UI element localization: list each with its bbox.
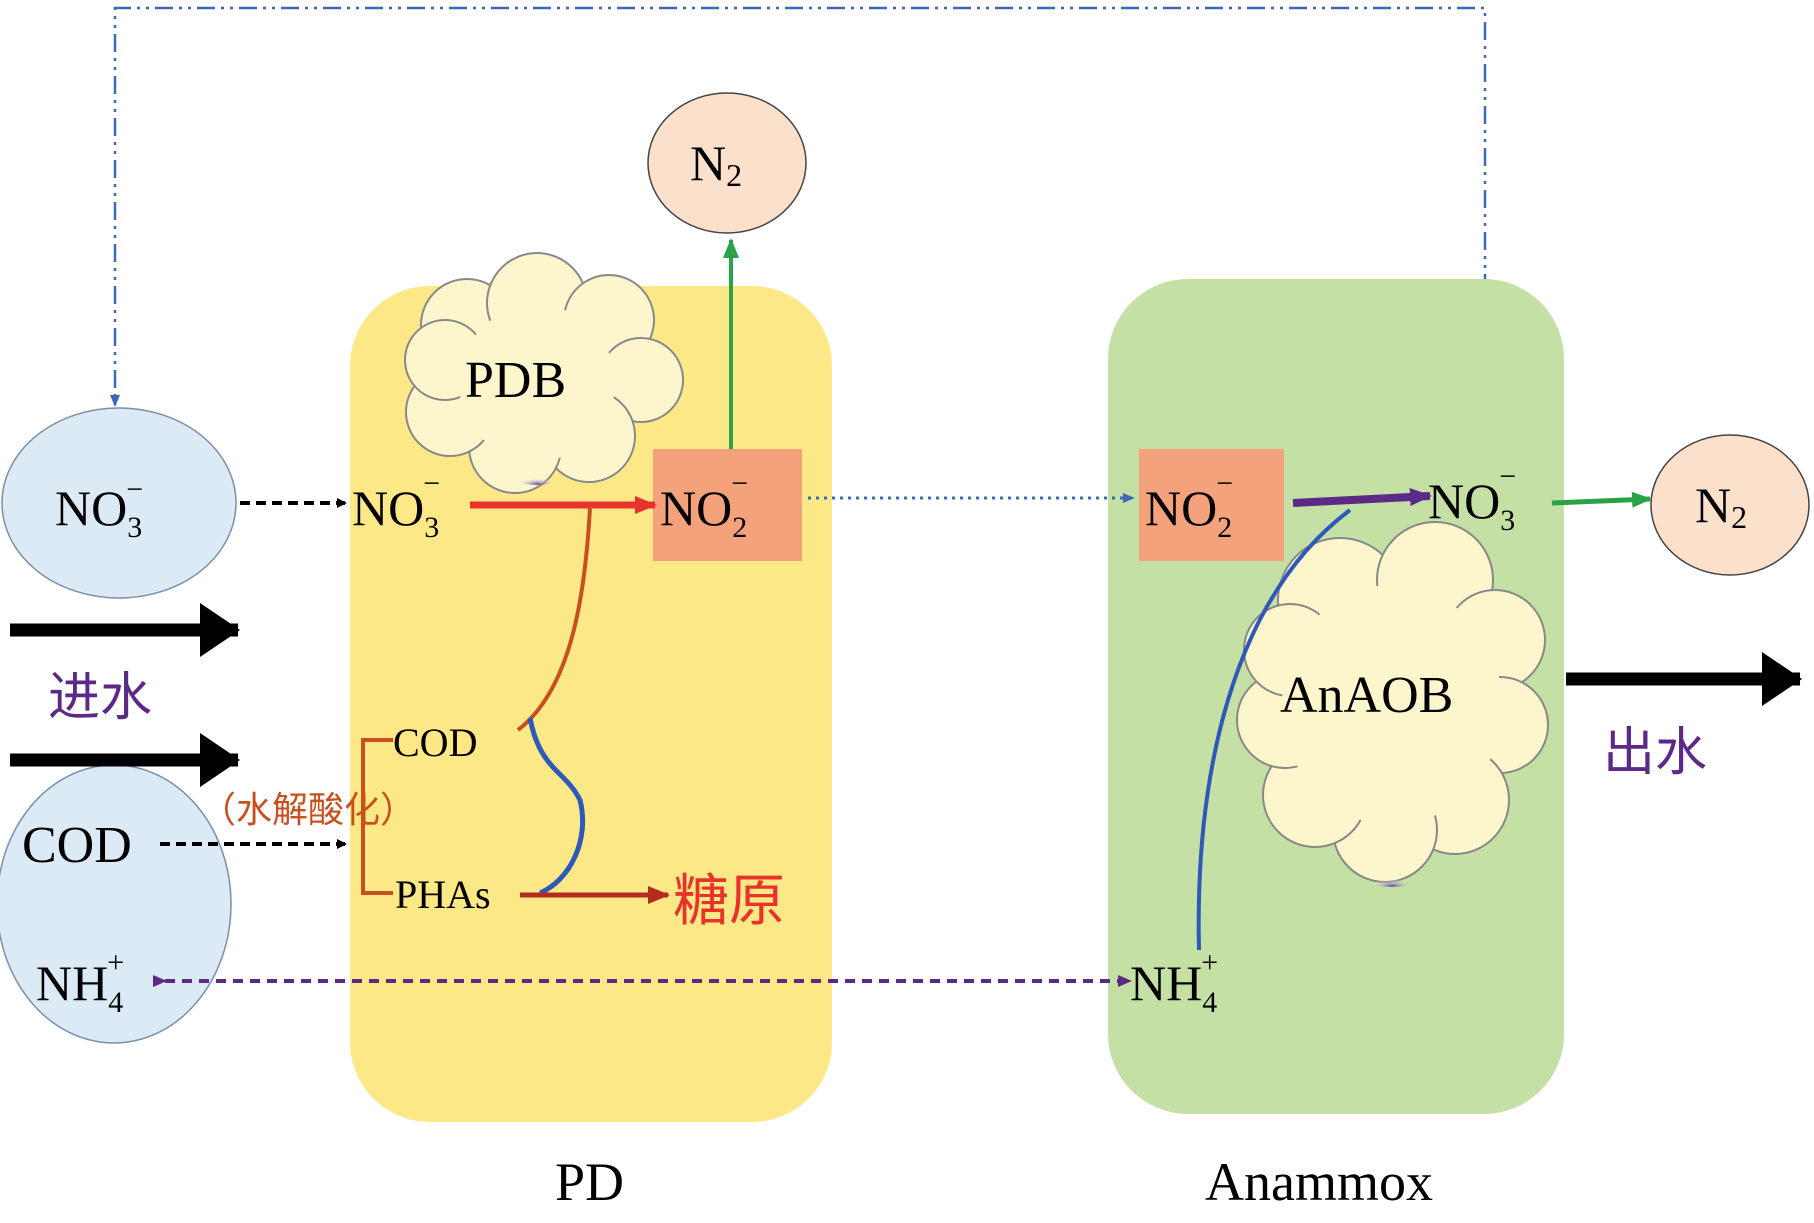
cod-electron-curve (516, 506, 592, 732)
influent-cod-label: COD (22, 817, 132, 874)
anammox-organism-label: AnAOB (1280, 667, 1453, 724)
anammox-title: Anammox (1205, 1152, 1433, 1212)
anammox-no2-label: NO2− (1145, 467, 1233, 544)
pd-cod-label: COD (393, 720, 477, 765)
pd-no2-label: NO2− (660, 467, 748, 544)
pd-organism-label: PDB (465, 352, 566, 409)
anammox-nh4-label: NH4+ (1130, 946, 1218, 1019)
influent-no3-oval (1, 407, 237, 599)
pd-title: PD (555, 1152, 624, 1212)
hydrolysis-label: （水解酸化） (200, 790, 416, 831)
pd-phas-label: PHAs (395, 872, 491, 917)
pd-no2-box (653, 449, 802, 561)
anammox-no2-box (1139, 449, 1284, 561)
outflow-label: 出水 (1603, 723, 1707, 783)
pd-n2-label: N2 (690, 135, 742, 193)
influent-nh4-label: NH4+ (36, 946, 124, 1019)
inflow-label: 进水 (48, 668, 152, 728)
influent-no3-label: NO3− (55, 473, 143, 544)
anammox-no3-to-n2-arrow (1551, 491, 1652, 508)
pd-n2-oval (647, 92, 807, 234)
pd-no3-label: NO3− (352, 467, 440, 544)
nh4-uptake-curve (1196, 508, 1352, 951)
cod-phas-curve (527, 717, 586, 896)
anammox-no2-to-no3-arrow (1292, 488, 1432, 507)
glycogen-label: 糖原 (673, 869, 785, 934)
recycle-line (110, 6, 1490, 470)
anammox-n2-label: N2 (1695, 477, 1747, 535)
hydrolysis-bracket (361, 738, 393, 895)
anammox-no3-label: NO3− (1428, 460, 1516, 537)
